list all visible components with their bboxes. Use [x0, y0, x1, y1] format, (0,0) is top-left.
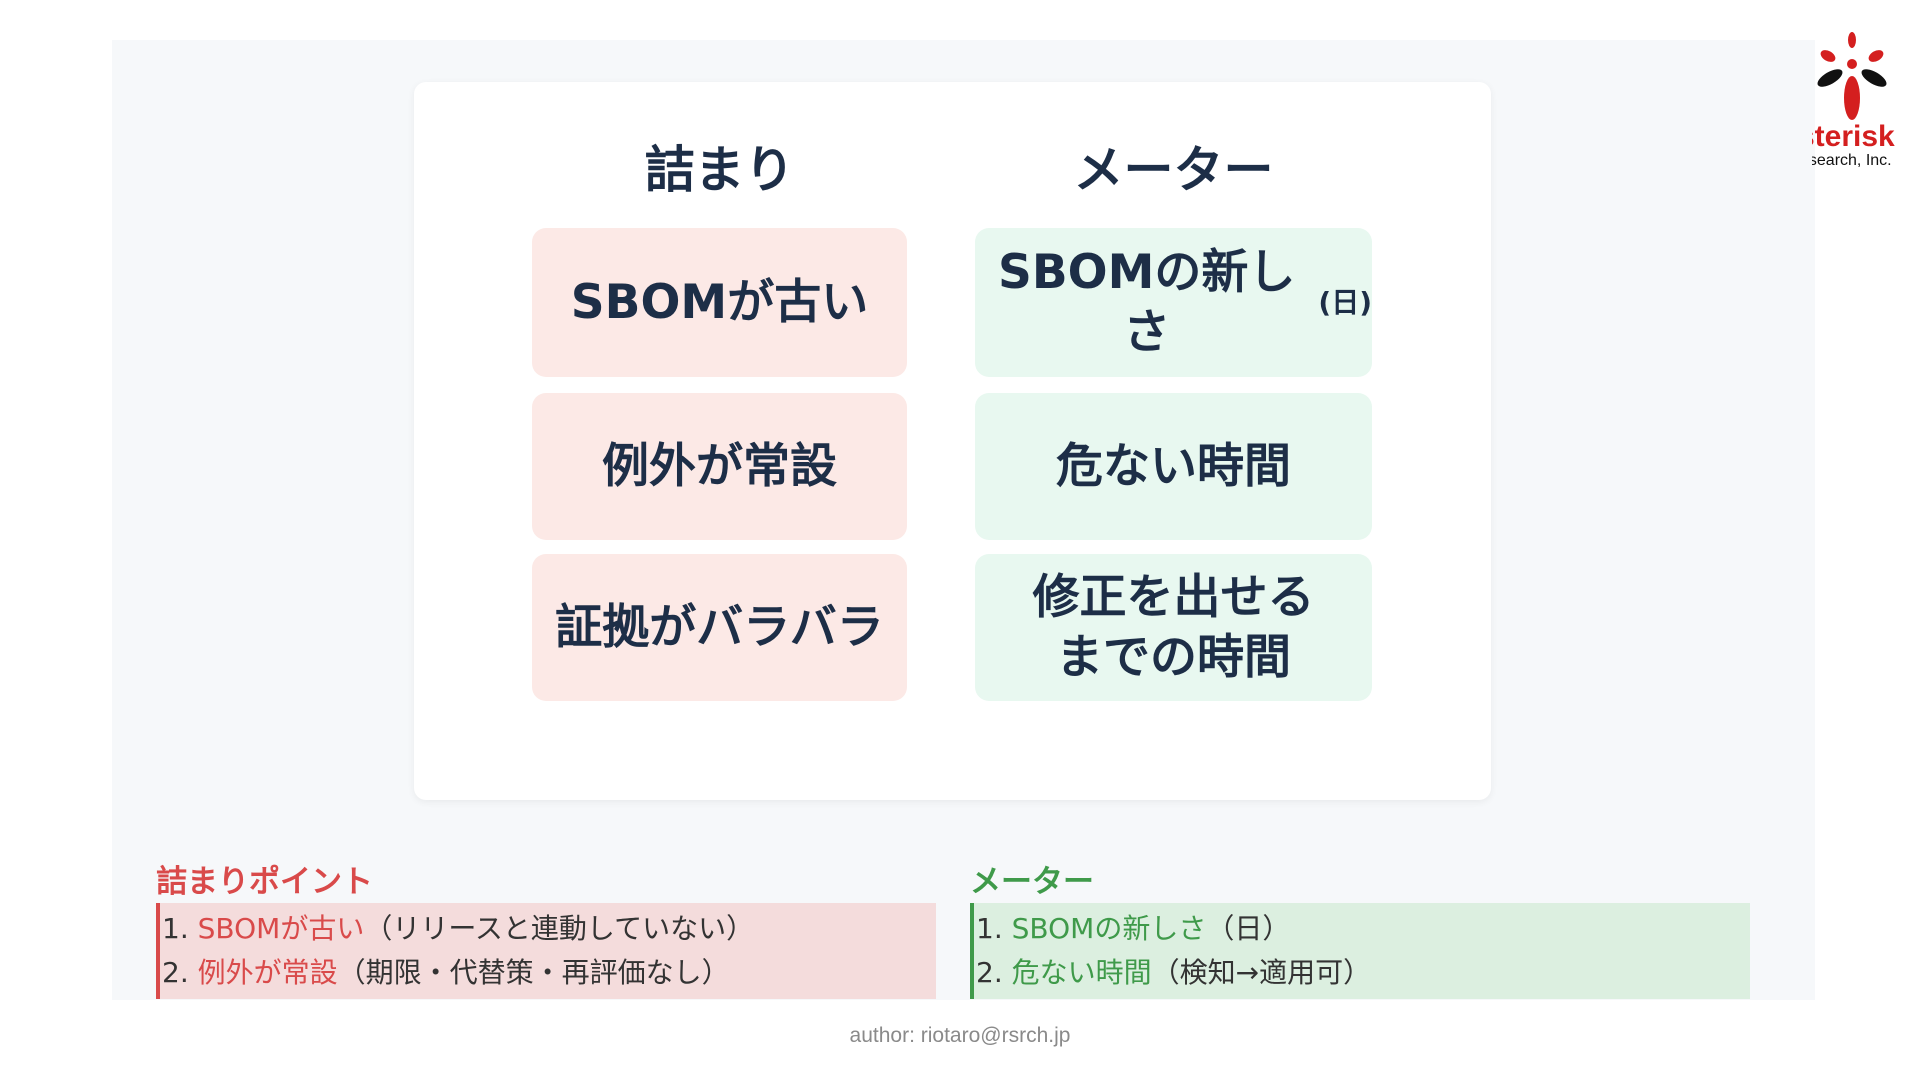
meter-cell-1-unit: (日): [1318, 285, 1372, 319]
list-item-note: （検知→適用可）: [1151, 956, 1372, 989]
list-item-note: （期限・代替策・再評価なし）: [337, 956, 730, 989]
list-item: 2. 危ない時間（検知→適用可）: [974, 951, 1750, 995]
pain-summary-title: 詰まりポイント: [156, 864, 373, 900]
list-item: 2. 例外が常設（期限・代替策・再評価なし）: [160, 951, 936, 995]
logo-subtitle: esearch, Inc.: [1812, 152, 1892, 169]
author-footer: author: riotaro@rsrch.jp: [849, 1024, 1071, 1047]
list-item-number: 2.: [162, 956, 189, 989]
meter-cell-3: 修正を出せる までの時間: [975, 554, 1372, 701]
meter-summary-title: メーター: [970, 864, 1094, 900]
meter-cell-1: SBOMの新しさ (日): [975, 228, 1372, 377]
pain-cell-1: SBOMが古い: [532, 228, 907, 377]
meter-summary-list: 1. SBOMの新しさ（日） 2. 危ない時間（検知→適用可）: [970, 903, 1750, 999]
list-item-number: 1.: [976, 912, 1003, 945]
meter-cell-1-main: SBOMの新しさ: [997, 244, 1296, 360]
list-item-note: （日）: [1206, 912, 1291, 945]
meter-cell-3-line2: までの時間: [1056, 629, 1291, 685]
list-item-note: （リリースと連動していない）: [364, 912, 755, 945]
meter-cell-3-line1: 修正を出せる: [1032, 569, 1315, 625]
meter-column-heading: メーター: [1073, 141, 1274, 199]
pain-cell-2: 例外が常設: [532, 393, 907, 540]
list-item-number: 2.: [976, 956, 1003, 989]
list-item-highlight: SBOMが古い: [197, 912, 365, 945]
list-item: 1. SBOMの新しさ（日）: [974, 907, 1750, 951]
list-item: 1. SBOMが古い（リリースと連動していない）: [160, 907, 936, 951]
pain-summary-list: 1. SBOMが古い（リリースと連動していない） 2. 例外が常設（期限・代替策…: [156, 903, 936, 999]
company-logo-icon: [1812, 22, 1920, 174]
pain-column-heading: 詰まり: [644, 141, 795, 199]
pain-cell-3: 証拠がバラバラ: [532, 554, 907, 701]
meter-cell-2: 危ない時間: [975, 393, 1372, 540]
logo-wordmark: sterisk: [1812, 122, 1895, 153]
list-item-highlight: 例外が常設: [197, 956, 338, 989]
company-name: sterisk esearch, Inc.: [1812, 122, 1920, 170]
list-item-highlight: 危ない時間: [1011, 956, 1152, 989]
list-item-highlight: SBOMの新しさ: [1011, 912, 1207, 945]
list-item-number: 1.: [162, 912, 189, 945]
